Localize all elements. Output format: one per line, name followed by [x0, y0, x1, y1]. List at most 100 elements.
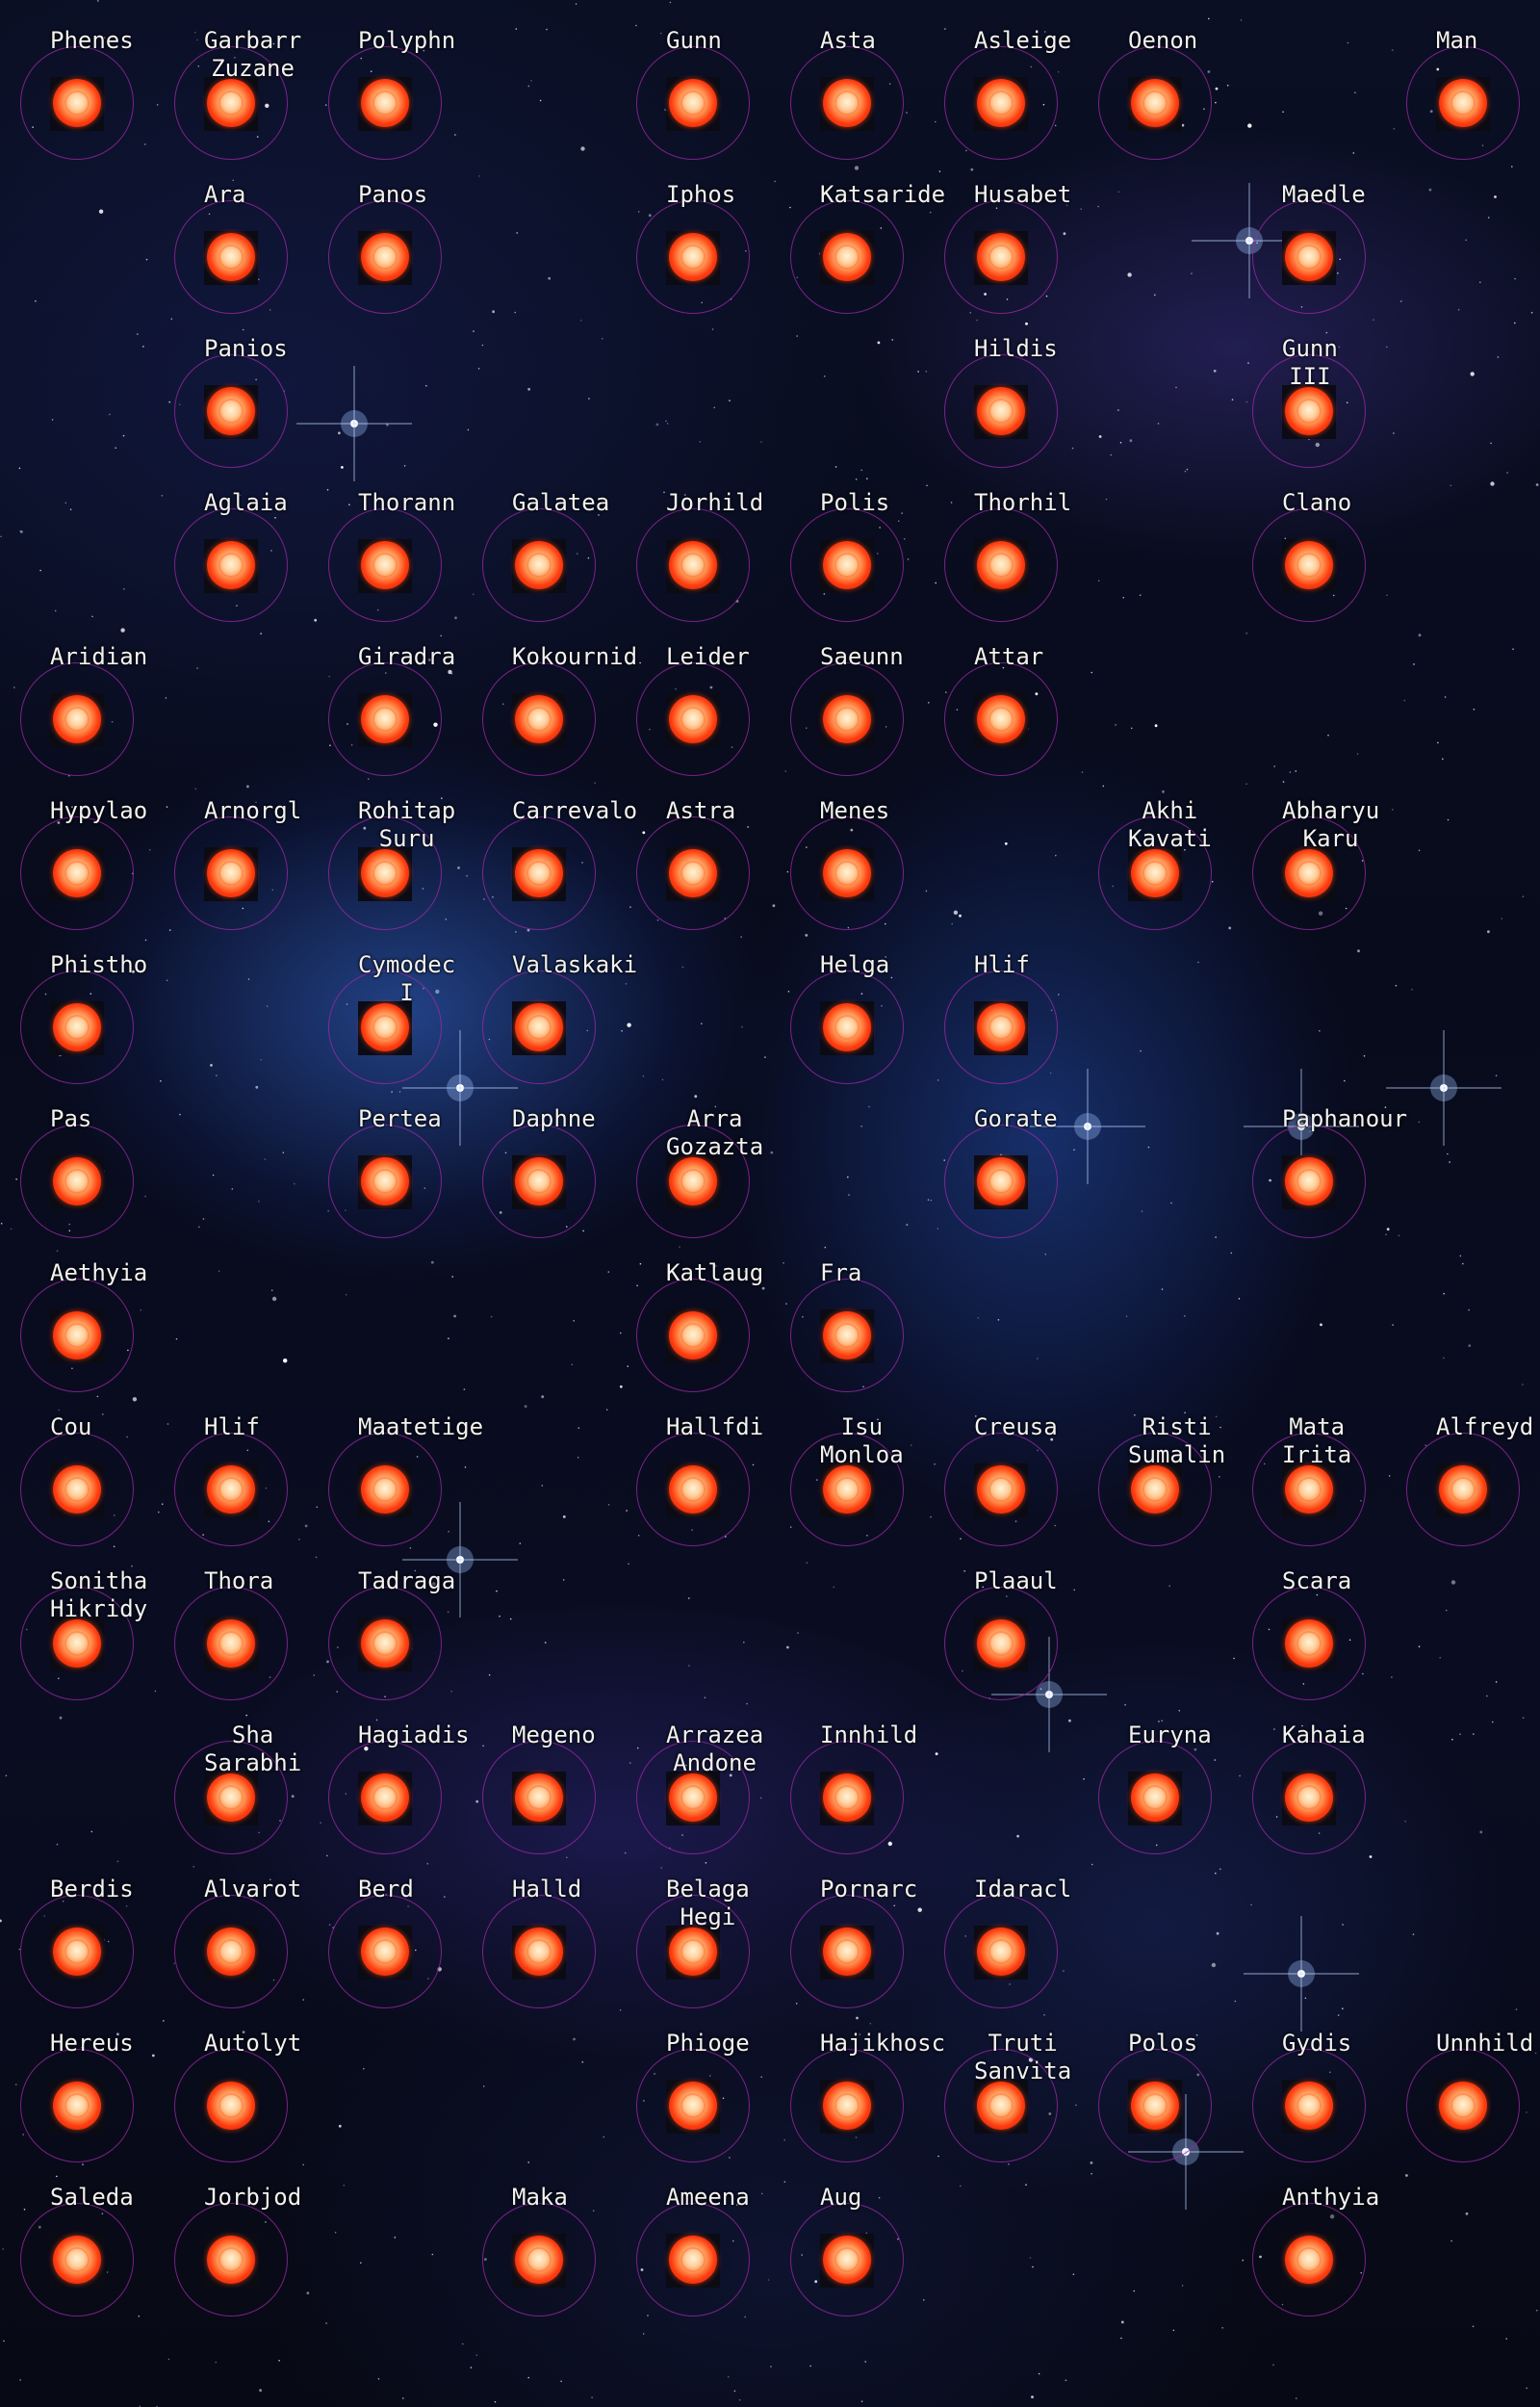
planet-system[interactable]: Phioge: [616, 2003, 770, 2162]
planet-system[interactable]: Daphne: [462, 1078, 616, 1238]
planet-system[interactable]: Thorhil: [924, 462, 1078, 622]
planet-system[interactable]: Innhild: [770, 1695, 924, 1854]
star-icon[interactable]: [53, 1157, 101, 1205]
star-icon[interactable]: [361, 1619, 409, 1668]
star-icon[interactable]: [669, 849, 717, 897]
star-icon[interactable]: [361, 1003, 409, 1051]
star-icon[interactable]: [977, 387, 1025, 435]
planet-system[interactable]: Giradra: [308, 616, 462, 776]
planet-system[interactable]: Plaaul: [924, 1540, 1078, 1700]
planet-system[interactable]: Ameena: [616, 2157, 770, 2316]
star-icon[interactable]: [1131, 849, 1179, 897]
planet-system[interactable]: Creusa: [924, 1386, 1078, 1546]
star-icon[interactable]: [361, 1465, 409, 1514]
star-icon[interactable]: [53, 1465, 101, 1514]
star-icon[interactable]: [207, 79, 255, 127]
star-icon[interactable]: [669, 1157, 717, 1205]
planet-system[interactable]: Hajikhosc: [770, 2003, 945, 2162]
planet-system[interactable]: Alfreyd: [1386, 1386, 1540, 1546]
star-icon[interactable]: [361, 1773, 409, 1822]
star-icon[interactable]: [977, 1003, 1025, 1051]
star-icon[interactable]: [669, 2236, 717, 2284]
planet-system[interactable]: Panios: [154, 308, 308, 468]
star-icon[interactable]: [53, 1003, 101, 1051]
planet-system[interactable]: Aridian: [0, 616, 154, 776]
star-icon[interactable]: [53, 1311, 101, 1359]
star-icon[interactable]: [669, 233, 717, 281]
star-icon[interactable]: [515, 1003, 563, 1051]
planet-system[interactable]: Clano: [1232, 462, 1386, 622]
star-icon[interactable]: [361, 849, 409, 897]
star-icon[interactable]: [1131, 2082, 1179, 2130]
planet-system[interactable]: Kokournid: [462, 616, 637, 776]
star-icon[interactable]: [823, 541, 871, 589]
star-icon[interactable]: [1285, 849, 1333, 897]
star-icon[interactable]: [823, 849, 871, 897]
star-icon[interactable]: [823, 2082, 871, 2130]
planet-system[interactable]: Rohitap Suru: [308, 770, 462, 930]
star-icon[interactable]: [361, 1928, 409, 1976]
planet-system[interactable]: Arnorgl: [154, 770, 308, 930]
star-icon[interactable]: [361, 233, 409, 281]
planet-system[interactable]: Polyphn: [308, 0, 462, 160]
planet-system[interactable]: Jorbjod: [154, 2157, 308, 2316]
star-icon[interactable]: [669, 1928, 717, 1976]
star-icon[interactable]: [207, 1773, 255, 1822]
planet-system[interactable]: Valaskaki: [462, 924, 637, 1084]
planet-system[interactable]: Tadraga: [308, 1540, 462, 1700]
planet-system[interactable]: Garbarr Zuzane: [154, 0, 308, 160]
star-icon[interactable]: [669, 541, 717, 589]
star-icon[interactable]: [1285, 2082, 1333, 2130]
star-icon[interactable]: [977, 1465, 1025, 1514]
planet-system[interactable]: Sonitha Hikridy: [0, 1540, 154, 1700]
planet-system[interactable]: Pornarc: [770, 1849, 924, 2008]
planet-system[interactable]: Carrevalo: [462, 770, 637, 930]
star-icon[interactable]: [207, 2236, 255, 2284]
star-icon[interactable]: [207, 233, 255, 281]
planet-system[interactable]: Saeunn: [770, 616, 924, 776]
planet-system[interactable]: Katlaug: [616, 1232, 770, 1392]
star-icon[interactable]: [207, 1465, 255, 1514]
planet-system[interactable]: Euryna: [1078, 1695, 1232, 1854]
star-icon[interactable]: [977, 695, 1025, 743]
star-icon[interactable]: [207, 1619, 255, 1668]
star-icon[interactable]: [1285, 1773, 1333, 1822]
star-icon[interactable]: [515, 1928, 563, 1976]
star-icon[interactable]: [1439, 1465, 1487, 1514]
planet-system[interactable]: Truti Sanvita: [924, 2003, 1078, 2162]
planet-system[interactable]: Gorate: [924, 1078, 1078, 1238]
planet-system[interactable]: Man: [1386, 0, 1540, 160]
planet-system[interactable]: Attar: [924, 616, 1078, 776]
planet-system[interactable]: Berd: [308, 1849, 462, 2008]
planet-system[interactable]: Husabet: [924, 154, 1078, 314]
planet-system[interactable]: Leider: [616, 616, 770, 776]
star-icon[interactable]: [1131, 1465, 1179, 1514]
planet-system[interactable]: Aethyia: [0, 1232, 154, 1392]
planet-system[interactable]: Hlif: [154, 1386, 308, 1546]
planet-system[interactable]: Cou: [0, 1386, 154, 1546]
planet-system[interactable]: Belaga Hegi: [616, 1849, 770, 2008]
planet-system[interactable]: Hypylao: [0, 770, 154, 930]
star-icon[interactable]: [361, 79, 409, 127]
star-icon[interactable]: [53, 1619, 101, 1668]
planet-system[interactable]: Hlif: [924, 924, 1078, 1084]
planet-system[interactable]: Anthyia: [1232, 2157, 1386, 2316]
planet-system[interactable]: Arra Gozazta: [616, 1078, 770, 1238]
star-icon[interactable]: [977, 79, 1025, 127]
planet-system[interactable]: Panos: [308, 154, 462, 314]
star-icon[interactable]: [977, 1619, 1025, 1668]
planet-system[interactable]: Abharyu Karu: [1232, 770, 1386, 930]
star-icon[interactable]: [977, 1928, 1025, 1976]
planet-system[interactable]: Saleda: [0, 2157, 154, 2316]
planet-system[interactable]: Hagiadis: [308, 1695, 470, 1854]
planet-system[interactable]: Astra: [616, 770, 770, 930]
star-icon[interactable]: [515, 1157, 563, 1205]
star-icon[interactable]: [1285, 541, 1333, 589]
planet-system[interactable]: Polis: [770, 462, 924, 622]
planet-system[interactable]: Pas: [0, 1078, 154, 1238]
planet-system[interactable]: Risti Sumalin: [1078, 1386, 1232, 1546]
planet-system[interactable]: Jorhild: [616, 462, 770, 622]
star-icon[interactable]: [823, 1465, 871, 1514]
star-icon[interactable]: [207, 541, 255, 589]
star-icon[interactable]: [53, 1928, 101, 1976]
